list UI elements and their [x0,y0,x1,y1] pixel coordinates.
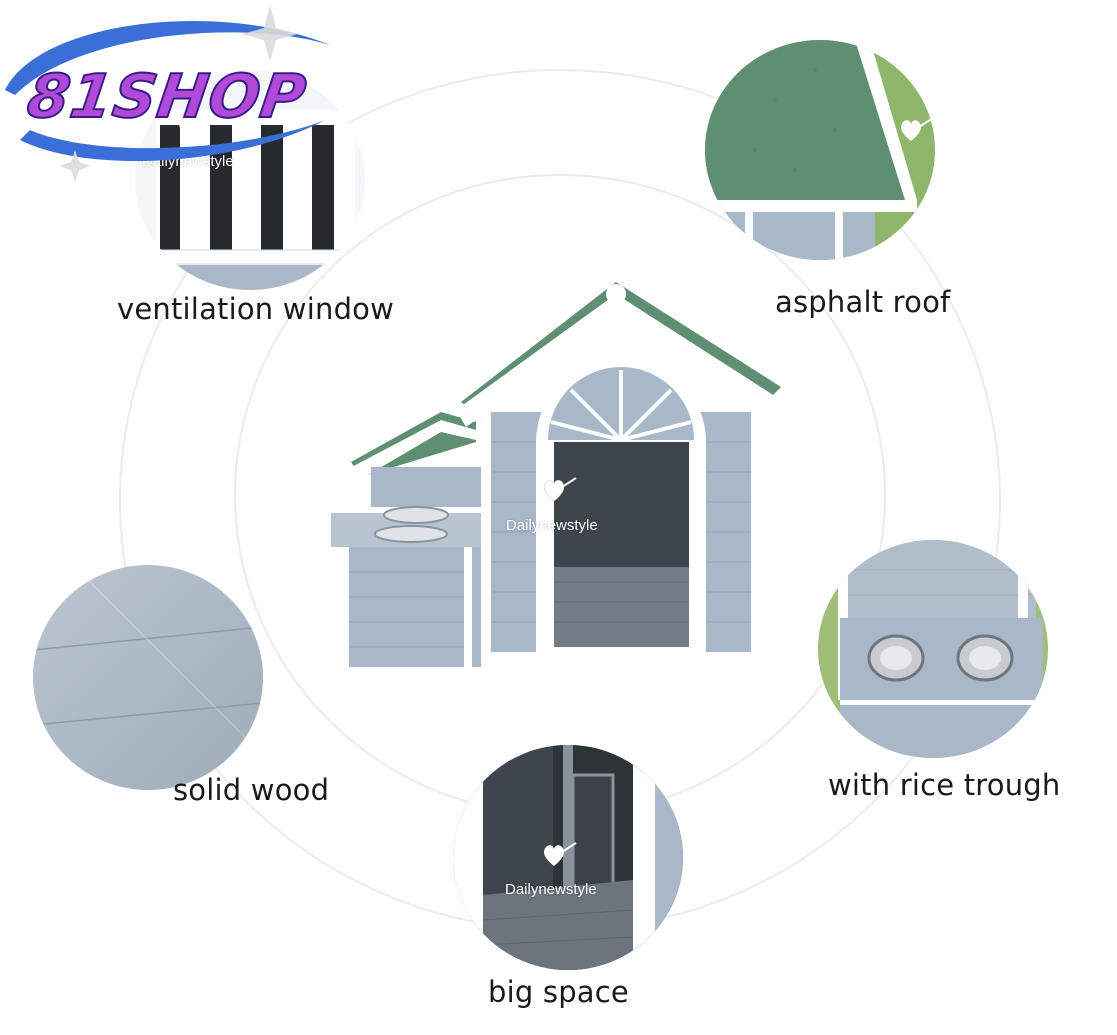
watermark-heart-icon [901,117,934,141]
logo-swoosh [5,5,330,182]
watermark-heart-icon [543,477,577,502]
feature-label-ventilation-window: ventilation window [117,292,395,326]
feature-label-big-space: big space [488,975,629,1009]
dog-house-photo [326,272,786,686]
sparkle-icon [59,5,298,182]
solid-wood-photo [33,565,263,790]
feature-label-with-rice-trough: with rice trough [828,768,1061,802]
watermark-heart-icon [179,114,212,138]
brand-logo: 81SHOP [22,61,312,133]
asphalt-roof-photo [705,40,935,260]
dog-house-illustration [331,282,781,677]
feature-label-asphalt-roof: asphalt roof [775,285,951,319]
rice-trough-photo [818,540,1048,758]
watermark-heart-icon [544,842,577,866]
watermark-big-space: Dailynewstyle [505,881,597,898]
feature-label-solid-wood: solid wood [173,773,330,807]
watermark-center: Dailynewstyle [506,517,598,534]
